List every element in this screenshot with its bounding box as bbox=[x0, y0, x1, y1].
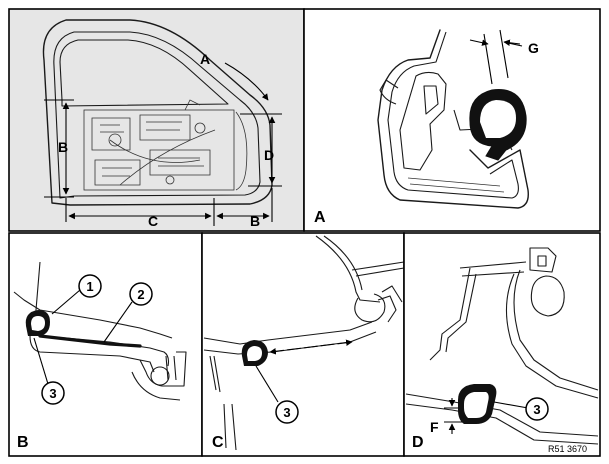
panel-door-overview: A B D C B bbox=[8, 8, 305, 232]
dim-label-f: F bbox=[430, 419, 439, 435]
dimension-g: G bbox=[469, 29, 539, 85]
dim-label-c: C bbox=[148, 213, 158, 229]
panel-a-seal-section: G A bbox=[303, 8, 601, 232]
svg-text:3: 3 bbox=[283, 405, 290, 420]
dim-label-g: G bbox=[528, 40, 539, 56]
callout-3-d: 3 bbox=[493, 397, 549, 421]
callout-3-c: 3 bbox=[255, 365, 299, 424]
svg-text:3: 3 bbox=[533, 402, 540, 417]
door-flange-profile bbox=[377, 29, 529, 209]
panel-label-b: B bbox=[17, 434, 29, 451]
panel-c-seal-detail: 3 C bbox=[201, 232, 405, 457]
panel-d-seal-detail: F 3 D R51 3670 bbox=[403, 232, 601, 457]
panel-label-d: D bbox=[412, 434, 424, 451]
dim-label-b-vertical: B bbox=[58, 139, 68, 155]
svg-text:3: 3 bbox=[49, 386, 56, 401]
callout-3-b: 3 bbox=[33, 337, 65, 405]
svg-text:2: 2 bbox=[137, 287, 144, 302]
callout-2: 2 bbox=[103, 282, 153, 343]
overview-dimensions: A B D C B bbox=[44, 51, 282, 229]
dim-label-a: A bbox=[200, 51, 210, 67]
panel-b-seal-detail: 1 2 3 B bbox=[8, 232, 203, 457]
inner-door-panel bbox=[83, 99, 248, 191]
svg-text:1: 1 bbox=[86, 279, 93, 294]
dim-label-b-horizontal: B bbox=[250, 213, 260, 229]
door-frame-outline bbox=[42, 19, 273, 206]
dim-label-d: D bbox=[264, 147, 274, 163]
panel-label-c: C bbox=[212, 434, 224, 451]
reference-number: R51 3670 bbox=[548, 444, 587, 454]
callout-1: 1 bbox=[51, 274, 102, 315]
window-opening bbox=[59, 39, 229, 107]
panel-label-a: A bbox=[314, 209, 326, 226]
